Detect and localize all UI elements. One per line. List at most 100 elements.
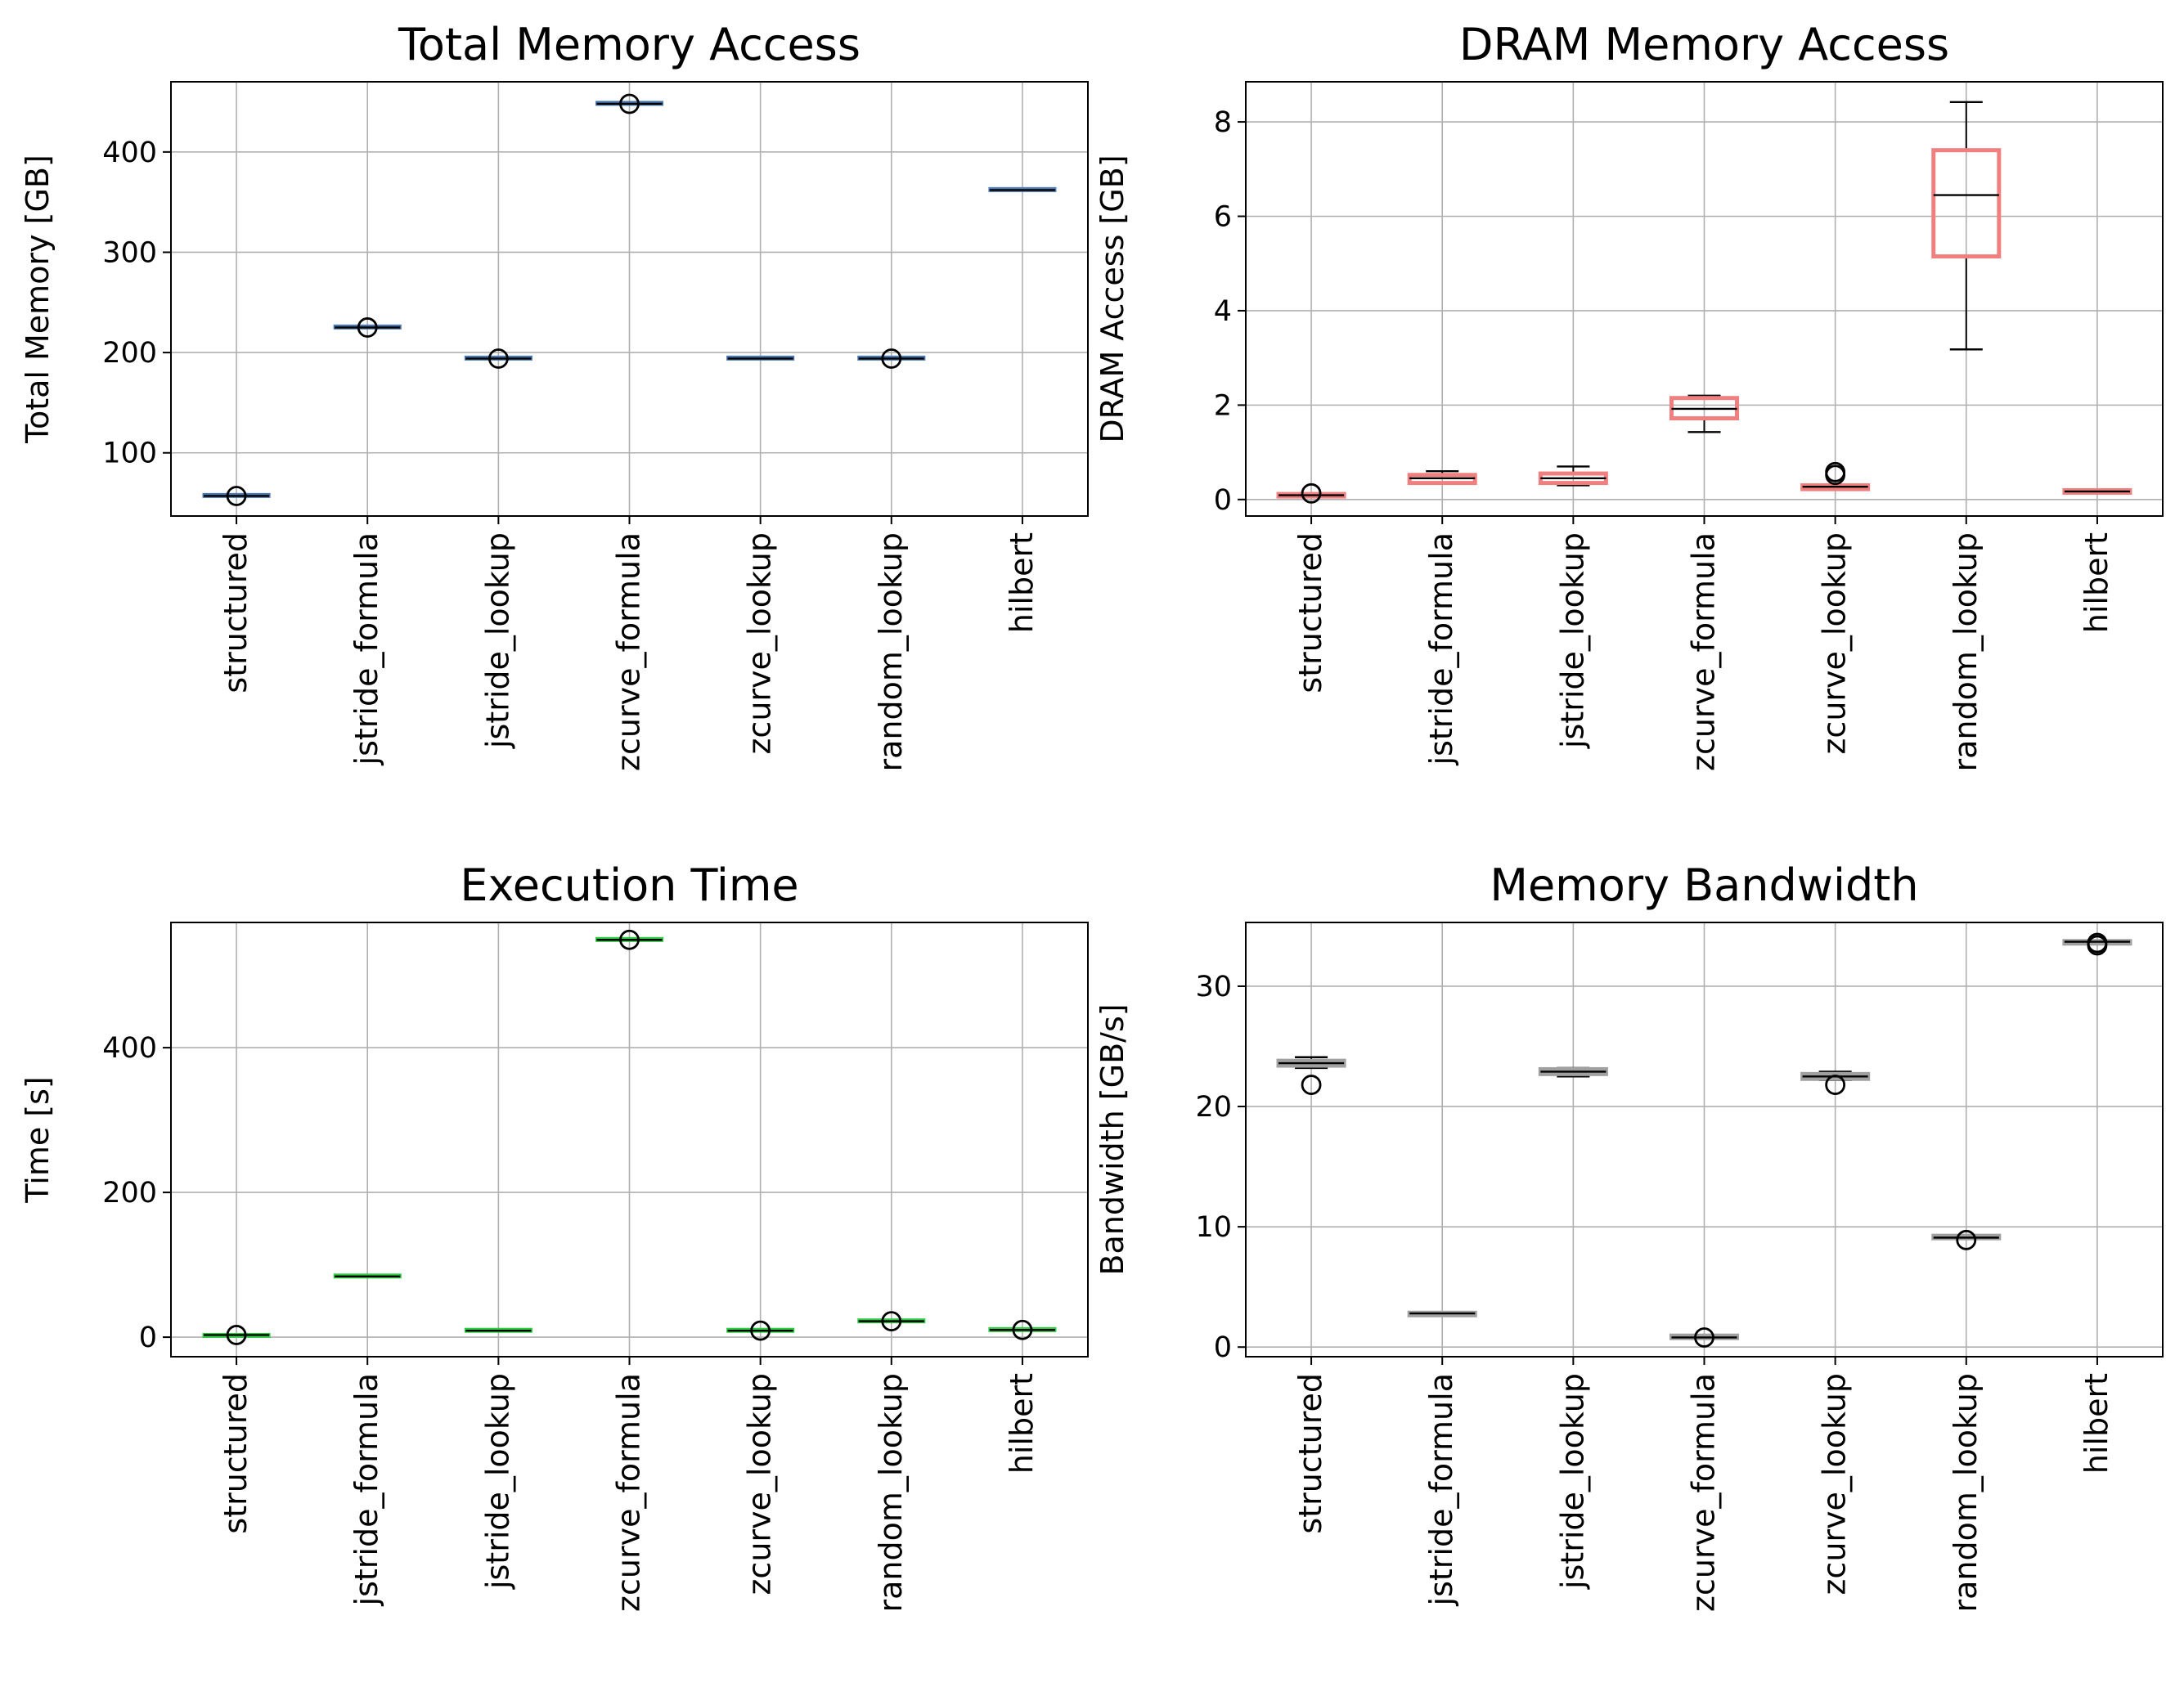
outlier-point [881, 348, 902, 369]
x-tick-label: zcurve_lookup [742, 1373, 778, 1596]
chart-panel-4: 0 10 20 30 structured jstride_formula jstride_… [1094, 859, 2164, 1612]
x-tick-label: structured [218, 532, 254, 693]
box-jstride_lookup [1538, 465, 1608, 487]
y-tick-label: 0 [1214, 1331, 1232, 1364]
outlier-point [488, 348, 509, 369]
y-axis-label: Total Memory [GB] [20, 155, 56, 444]
outlier-point [1956, 1229, 1977, 1250]
x-tick-label: zcurve_formula [1686, 1373, 1722, 1612]
x-tick-label: jstride_lookup [479, 532, 515, 749]
chart-panel-2: 0 2 4 6 8 structured jstride_formula jstride_lo… [1094, 19, 2164, 771]
y-tick-label: 4 [1214, 295, 1232, 328]
y-axis-label: Bandwidth [GB/s] [1094, 1003, 1130, 1275]
box-structured [202, 486, 271, 506]
box-structured [1276, 1056, 1346, 1095]
x-tick-label: structured [1292, 1373, 1328, 1534]
x-tick-label: zcurve_formula [1686, 532, 1722, 771]
box-random_lookup [1931, 101, 2002, 351]
box-zcurve_formula [595, 929, 664, 950]
outlier-point [226, 1325, 247, 1345]
chart-panel-1: 100 200 300 400 structured jstride_formula jst… [20, 19, 1089, 771]
y-tick-label: 400 [102, 1032, 157, 1065]
x-tick-label: jstride_formula [1423, 1373, 1459, 1606]
outlier-point [1825, 461, 1846, 482]
x-tick-label: zcurve_lookup [1817, 1373, 1853, 1596]
chart-title: Execution Time [460, 859, 798, 911]
box-random_lookup [857, 1311, 926, 1332]
box-hilbert [2062, 932, 2132, 956]
y-axis-label: DRAM Access [GB] [1094, 155, 1130, 442]
box-hilbert [988, 186, 1057, 192]
x-tick-label: structured [1292, 532, 1328, 693]
box-jstride_formula [1407, 1310, 1477, 1317]
y-tick-label: 30 [1195, 971, 1232, 1003]
box-jstride_lookup [464, 1327, 533, 1333]
x-tick-label: jstride_formula [1423, 532, 1459, 765]
x-tick-label: hilbert [1004, 1373, 1040, 1474]
y-tick-label: 0 [139, 1322, 157, 1354]
outlier-point [619, 93, 640, 114]
box-hilbert [2062, 487, 2132, 495]
outlier-point [1012, 1319, 1033, 1340]
outlier-point [357, 317, 378, 338]
box-zcurve_lookup [1800, 461, 1871, 491]
x-tick-label: zcurve_lookup [1817, 532, 1853, 755]
box-zcurve_formula [595, 93, 664, 114]
outlier-point [1301, 1075, 1322, 1095]
box-iqr [1931, 148, 2002, 259]
box-jstride_lookup [464, 348, 533, 369]
x-tick-label: jstride_lookup [1554, 532, 1590, 749]
y-tick-label: 400 [102, 137, 157, 169]
x-tick-label: zcurve_formula [611, 532, 647, 771]
x-tick-label: hilbert [2078, 532, 2114, 633]
box-random_lookup [1931, 1229, 2002, 1250]
y-tick-label: 300 [102, 236, 157, 269]
box-zcurve_lookup [1800, 1070, 1871, 1095]
x-tick-label: hilbert [2078, 1373, 2114, 1474]
y-tick-label: 0 [1214, 484, 1232, 517]
x-tick-label: zcurve_formula [611, 1373, 647, 1612]
box-jstride_formula [333, 317, 402, 338]
chart-title: Total Memory Access [398, 19, 861, 70]
box-zcurve_formula [1669, 394, 1740, 433]
box-hilbert [988, 1319, 1057, 1340]
y-tick-label: 100 [102, 438, 157, 470]
chart-title: Memory Bandwidth [1490, 859, 1918, 911]
outlier-point [2087, 932, 2108, 954]
x-tick-label: jstride_formula [348, 532, 384, 765]
x-tick-label: random_lookup [1948, 532, 1984, 771]
outlier-point [750, 1320, 771, 1341]
outlier-point [1694, 1327, 1714, 1348]
y-tick-label: 200 [102, 337, 157, 370]
x-tick-label: jstride_formula [348, 1373, 384, 1606]
y-tick-label: 200 [102, 1177, 157, 1210]
outlier-point [619, 929, 640, 950]
x-tick-label: random_lookup [1948, 1373, 1984, 1612]
y-tick-label: 10 [1195, 1211, 1232, 1244]
x-tick-label: hilbert [1004, 532, 1040, 633]
y-tick-label: 8 [1214, 106, 1232, 139]
x-tick-label: jstride_lookup [479, 1373, 515, 1590]
x-tick-label: jstride_lookup [1554, 1373, 1590, 1590]
x-tick-label: zcurve_lookup [742, 532, 778, 755]
outlier-point [881, 1311, 902, 1332]
y-axis-label: Time [s] [20, 1076, 56, 1204]
box-zcurve_formula [1669, 1327, 1740, 1348]
box-zcurve_lookup [726, 355, 795, 361]
chart-title: DRAM Memory Access [1459, 19, 1949, 70]
box-jstride_formula [333, 1273, 402, 1279]
y-tick-label: 2 [1214, 389, 1232, 422]
box-jstride_lookup [1538, 1066, 1608, 1078]
box-random_lookup [857, 348, 926, 369]
box-jstride_formula [1407, 469, 1477, 486]
box-structured [1276, 482, 1346, 504]
y-tick-label: 6 [1214, 200, 1232, 233]
y-tick-label: 20 [1195, 1091, 1232, 1124]
x-tick-label: random_lookup [873, 532, 909, 771]
outlier-point [1301, 482, 1322, 504]
x-tick-label: random_lookup [873, 1373, 909, 1612]
box-structured [202, 1325, 271, 1345]
box-zcurve_lookup [726, 1320, 795, 1341]
